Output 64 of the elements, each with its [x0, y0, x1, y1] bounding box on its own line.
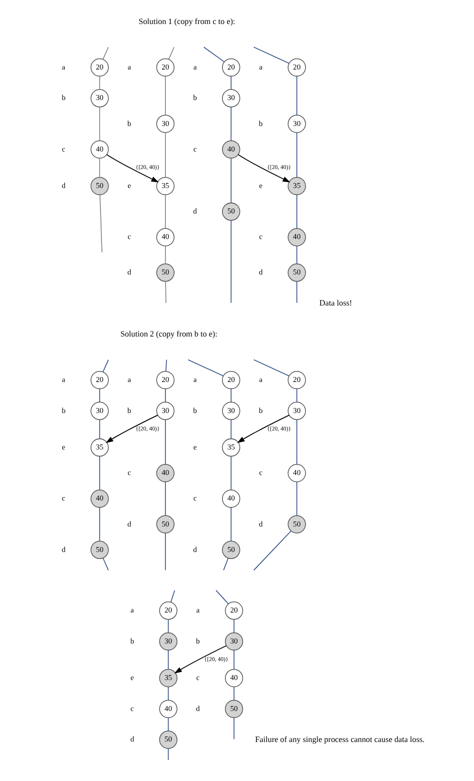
connector	[164, 246, 166, 264]
connector	[233, 619, 234, 634]
connector	[98, 419, 100, 440]
connector	[252, 46, 289, 64]
connector	[222, 558, 228, 571]
connector	[230, 507, 232, 542]
label: Failure of any single process cannot cause data loss.	[254, 734, 424, 744]
connector	[230, 419, 232, 440]
connector	[296, 419, 297, 465]
connector	[102, 46, 108, 60]
connector	[296, 281, 297, 304]
connector	[98, 507, 100, 542]
connector	[215, 590, 228, 604]
connector	[170, 590, 175, 603]
connector	[296, 132, 297, 178]
arrow	[106, 154, 158, 182]
connector	[233, 686, 234, 701]
connector	[230, 158, 232, 204]
connector	[164, 76, 166, 116]
connector	[230, 456, 232, 490]
connector	[233, 717, 234, 740]
label: Solution 1 (copy from c to e):	[138, 16, 235, 26]
connector	[167, 748, 168, 760]
label: Data loss!	[318, 298, 352, 308]
connector	[102, 359, 108, 372]
connector	[98, 388, 100, 402]
connector	[99, 194, 102, 253]
connector	[230, 220, 232, 304]
connector	[164, 388, 166, 402]
connector	[102, 558, 108, 571]
label: Solution 2 (copy from b to e):	[120, 329, 217, 338]
arrow	[174, 645, 226, 674]
connector	[230, 388, 232, 402]
connector	[296, 76, 297, 116]
connector	[187, 359, 224, 376]
connector	[164, 419, 166, 465]
connector	[164, 532, 166, 571]
connector	[296, 482, 297, 516]
arrow	[236, 414, 290, 443]
connector	[168, 46, 174, 60]
connector	[233, 650, 234, 670]
connector	[164, 132, 166, 178]
connector	[230, 106, 232, 141]
connector	[167, 619, 168, 634]
connector	[164, 281, 166, 304]
connector	[98, 456, 100, 490]
connector	[164, 482, 166, 516]
connector	[202, 46, 224, 62]
arrow	[105, 414, 158, 443]
connector	[167, 650, 168, 670]
arrow	[237, 154, 290, 182]
connector	[230, 76, 232, 90]
connector	[98, 76, 100, 90]
connector	[164, 194, 166, 229]
connector	[252, 359, 289, 376]
connector	[296, 388, 297, 402]
connector	[296, 246, 297, 264]
connector	[98, 158, 100, 178]
connector	[252, 530, 291, 571]
connector	[167, 717, 168, 732]
connector	[98, 106, 100, 141]
connector	[296, 194, 297, 229]
connector	[167, 686, 168, 701]
connector	[164, 359, 166, 372]
